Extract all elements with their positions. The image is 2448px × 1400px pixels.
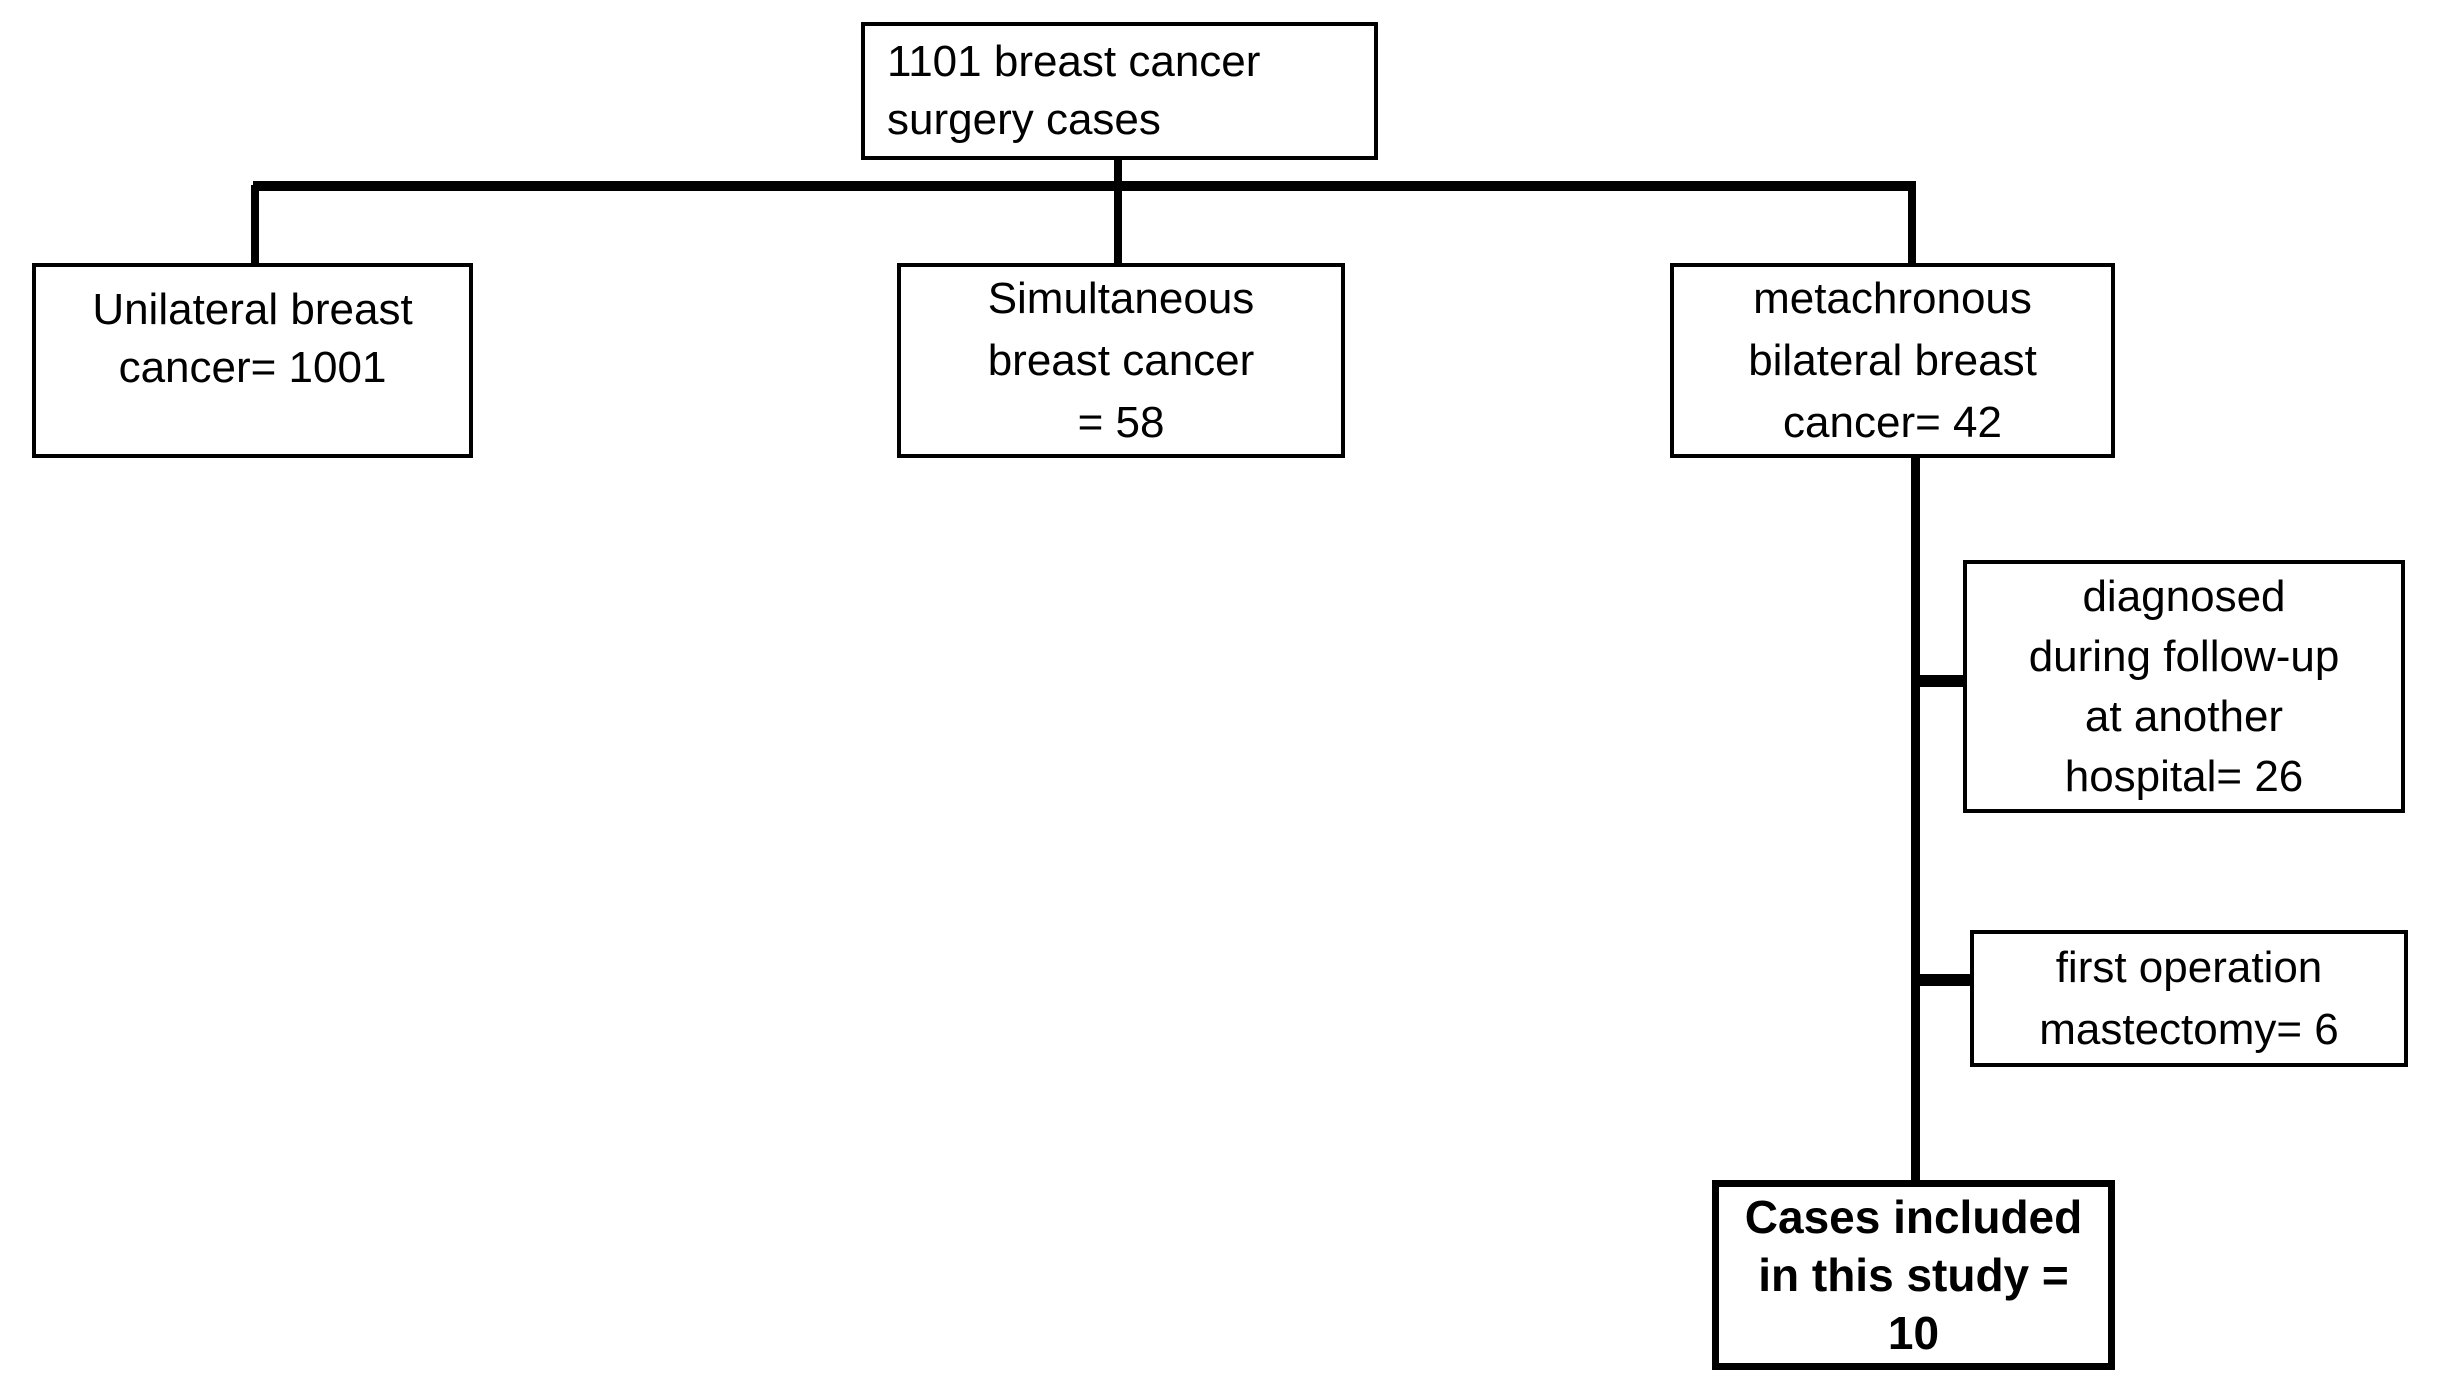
node-total-cases: 1101 breast cancer surgery cases <box>861 22 1378 160</box>
connector-top-stub <box>1114 158 1122 186</box>
node-metachronous-bilateral: metachronous bilateral breast cancer= 42 <box>1670 263 2115 458</box>
node-first-operation-label: first operation mastectomy= 6 <box>2039 942 2339 1054</box>
node-simultaneous-breast-cancer: Simultaneous breast cancer = 58 <box>897 263 1345 458</box>
connector-trunk-vertical <box>1911 458 1920 1181</box>
connector-to-diagnosed-box <box>1911 675 1963 687</box>
connector-drop-metachronous <box>1908 185 1916 263</box>
connector-drop-unilateral <box>251 185 259 263</box>
node-total-cases-label: 1101 breast cancer surgery cases <box>887 37 1261 144</box>
node-diagnosed-another-hospital: diagnosed during follow-up at another ho… <box>1963 560 2405 813</box>
node-unilateral-label: Unilateral breast cancer= 1001 <box>92 285 413 392</box>
node-diagnosed-label: diagnosed during follow-up at another ho… <box>2028 571 2340 801</box>
node-metachronous-label: metachronous bilateral breast cancer= 42 <box>1748 273 2037 447</box>
node-cases-included-in-study: Cases included in this study = 10 <box>1712 1180 2115 1370</box>
connector-to-first-operation-box <box>1911 974 1970 986</box>
connector-branch-horizontal <box>253 181 1916 191</box>
node-included-label: Cases included in this study = 10 <box>1744 1191 2083 1359</box>
node-unilateral-breast-cancer: Unilateral breast cancer= 1001 <box>32 263 473 458</box>
node-first-operation-mastectomy: first operation mastectomy= 6 <box>1970 930 2408 1067</box>
connector-drop-simultaneous <box>1114 185 1122 263</box>
node-simultaneous-label: Simultaneous breast cancer = 58 <box>987 273 1255 447</box>
